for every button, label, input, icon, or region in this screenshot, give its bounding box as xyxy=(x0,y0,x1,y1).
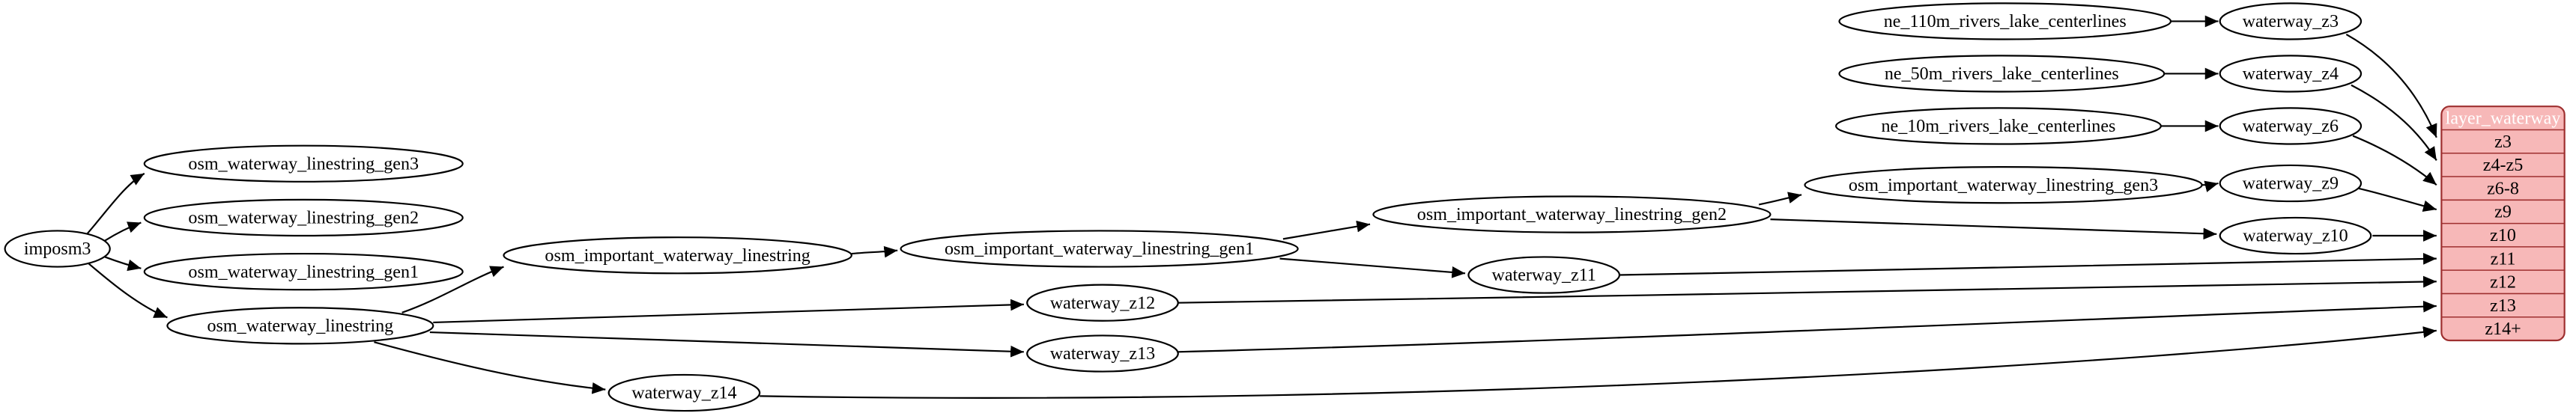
edge-gen3-to-waterway_z9 xyxy=(2201,180,2219,192)
edge-waterway_z4-to-table-z4-z5 xyxy=(2351,84,2437,161)
node-ellipse xyxy=(1372,195,1772,233)
edge-waterway_z9-to-table-z9 xyxy=(2357,187,2437,212)
node-ellipse xyxy=(2219,164,2363,203)
node-osm_important_waterway_linestring_gen2: osm_important_waterway_linestring_gen2 xyxy=(1372,195,1772,233)
edge-waterway_z6-to-table-z6-8 xyxy=(2352,135,2437,186)
node-ellipse xyxy=(607,373,761,412)
edge-imposm3-to-osm_waterway_linestring_gen2 xyxy=(104,221,142,242)
node-ellipse xyxy=(2219,2,2363,40)
edge-imposm3-to-osm_waterway_linestring xyxy=(88,263,168,319)
node-osm_important_waterway_linestring_gen1: osm_important_waterway_linestring_gen1 xyxy=(900,230,1299,268)
edge-imposm3-to-osm_waterway_linestring_gen1 xyxy=(104,256,142,272)
edge-imposm3-to-osm_waterway_linestring_gen3 xyxy=(86,172,145,235)
node-ellipse xyxy=(503,236,852,275)
node-waterway_z4: waterway_z4 xyxy=(2219,55,2363,93)
node-waterway_z10: waterway_z10 xyxy=(2219,216,2372,255)
edge-waterway_z12-to-table-z12 xyxy=(1178,275,2437,304)
node-ellipse xyxy=(143,198,464,237)
edges xyxy=(86,15,2437,399)
node-osm_waterway_linestring: osm_waterway_linestring xyxy=(166,307,434,345)
node-ellipse xyxy=(143,252,464,291)
node-ellipse xyxy=(900,230,1299,268)
node-ellipse xyxy=(143,144,464,183)
edge-osm_waterway_linestring-to-waterway_z12 xyxy=(433,299,1024,324)
layer-waterway-table: layer_waterway z3 z4-z5 z6-8 z9 z10 z11 … xyxy=(2440,105,2566,342)
node-osm_waterway_linestring_gen3: osm_waterway_linestring_gen3 xyxy=(143,144,464,183)
node-ellipse xyxy=(2219,107,2363,145)
edge-osm_waterway_linestring-to-osm_important_waterway_linestring xyxy=(401,266,504,314)
node-ellipse xyxy=(1838,2,2172,40)
node-ellipse xyxy=(4,230,111,268)
node-osm_waterway_linestring_gen2: osm_waterway_linestring_gen2 xyxy=(143,198,464,237)
node-waterway_z11: waterway_z11 xyxy=(1467,256,1621,294)
node-osm_important_waterway_linestring_gen3: osm_important_waterway_linestring_gen3 xyxy=(1804,166,2203,204)
edge-osm_waterway_linestring-to-waterway_z13 xyxy=(429,331,1024,358)
node-osm_waterway_linestring_gen1: osm_waterway_linestring_gen1 xyxy=(143,252,464,291)
edge-osm_waterway_linestring-to-waterway_z14 xyxy=(374,341,606,394)
node-ellipse xyxy=(2219,55,2363,93)
node-ellipse xyxy=(1804,166,2203,204)
edge-osm_important_waterway_linestring-to-gen1 xyxy=(851,245,898,258)
node-osm_important_waterway_linestring: osm_important_waterway_linestring xyxy=(503,236,852,275)
table-header: layer_waterway xyxy=(2446,109,2561,129)
node-waterway_z3: waterway_z3 xyxy=(2219,2,2363,40)
node-waterway_z6: waterway_z6 xyxy=(2219,107,2363,145)
node-ne_50m_rivers_lake_centerlines: ne_50m_rivers_lake_centerlines xyxy=(1838,55,2166,93)
node-ellipse xyxy=(166,307,434,345)
edge-waterway_z13-to-table-z13 xyxy=(1178,300,2437,353)
edge-gen1-to-gen2 xyxy=(1282,220,1371,240)
edge-waterway_z11-to-table-z11 xyxy=(1619,253,2437,276)
node-ellipse xyxy=(1026,284,1179,322)
node-waterway_z12: waterway_z12 xyxy=(1026,284,1179,322)
edge-waterway_z14-to-table-z14plus xyxy=(760,326,2437,399)
node-ne_110m_rivers_lake_centerlines: ne_110m_rivers_lake_centerlines xyxy=(1838,2,2172,40)
node-ellipse xyxy=(1838,55,2166,93)
node-ellipse xyxy=(2219,216,2372,255)
node-ellipse xyxy=(1026,334,1179,373)
edge-gen1-to-waterway_z11 xyxy=(1279,257,1466,278)
node-waterway_z9: waterway_z9 xyxy=(2219,164,2363,203)
edge-gen2-to-waterway_z10 xyxy=(1770,218,2217,240)
node-waterway_z14: waterway_z14 xyxy=(607,373,761,412)
edge-gen2-to-gen3 xyxy=(1758,192,1802,206)
node-imposm3: imposm3 xyxy=(4,230,111,268)
node-ellipse xyxy=(1467,256,1621,294)
node-waterway_z13: waterway_z13 xyxy=(1026,334,1179,373)
edge-waterway_z3-to-table-z3 xyxy=(2345,33,2437,138)
node-ne_10m_rivers_lake_centerlines: ne_10m_rivers_lake_centerlines xyxy=(1835,107,2162,145)
node-ellipse xyxy=(1835,107,2162,145)
